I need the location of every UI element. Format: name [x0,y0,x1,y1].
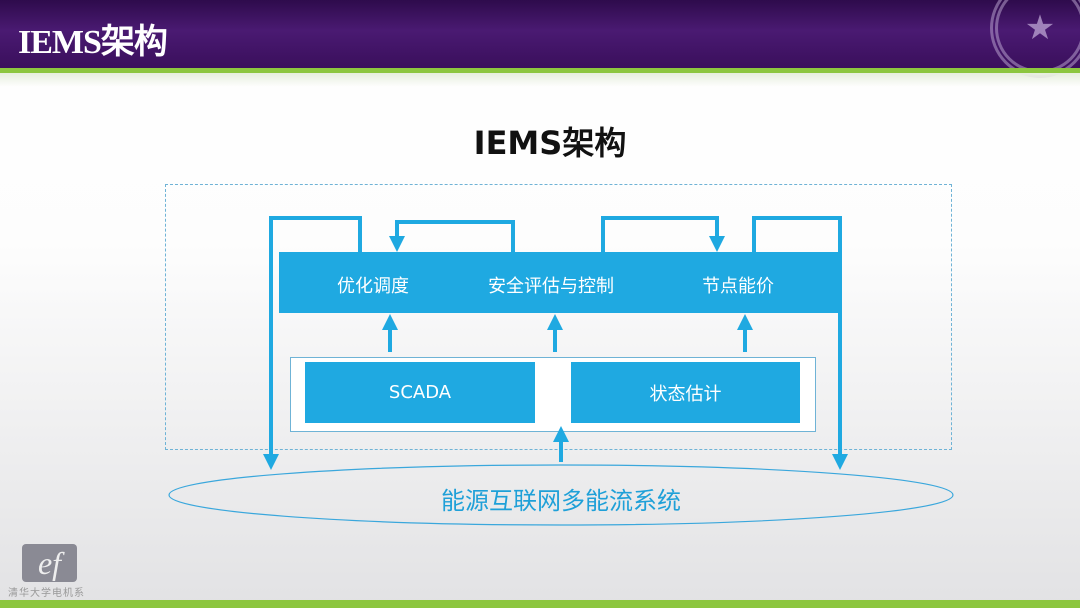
arrow-security-to-dispatch [389,220,515,252]
state-estimation-box: 状态估计 [571,362,800,423]
slide-title: IEMS架构 [473,124,627,162]
star-icon: ★ [1024,8,1056,48]
application-layer-bar: 优化调度 安全评估与控制 节点能价 [279,252,842,313]
scada-box: SCADA [305,362,535,423]
arrow-price-to-system [752,216,848,470]
arrow-dispatch-to-system [263,216,362,470]
header-title: IEMS架构 [18,24,168,61]
label-security-assessment: 安全评估与控制 [488,276,614,297]
department-logo: ef [22,544,77,582]
footer-divider [0,600,1080,608]
department-name: 清华大学电机系 [8,588,85,599]
header-divider [0,68,1080,73]
label-optimal-dispatch: 优化调度 [337,276,409,297]
slide-header: IEMS架构 ★ [0,0,1080,78]
label-nodal-price: 节点能价 [702,276,774,297]
system-label: 能源互联网多能流系统 [441,487,681,515]
system-ellipse [168,464,954,526]
arrow-security-to-price [601,216,725,252]
iems-boundary [165,184,952,450]
